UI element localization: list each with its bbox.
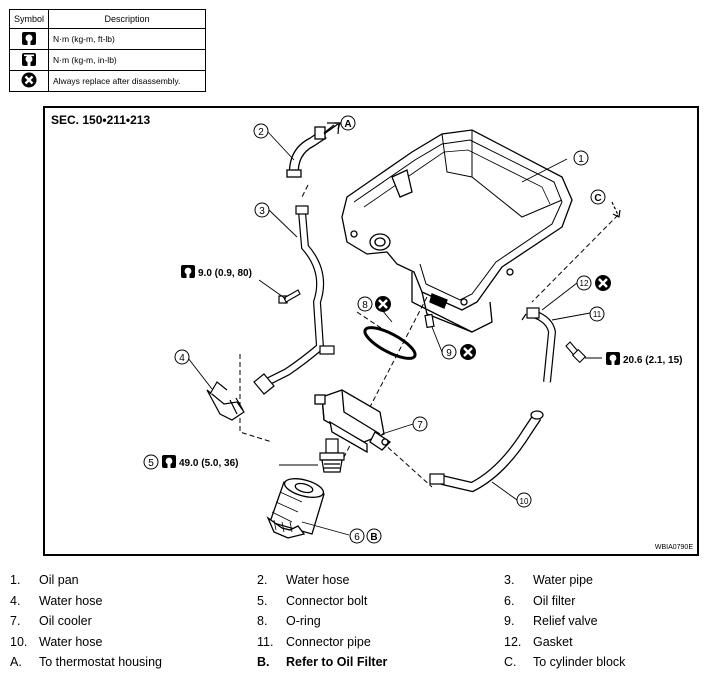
water-hose-right <box>429 410 544 493</box>
callout-8 <box>357 296 373 312</box>
replace-x-icon <box>9 70 49 92</box>
legend-row: 7.Oil cooler 8.O-ring 9.Relief valve <box>10 614 598 629</box>
callout-label: 11 <box>593 310 602 319</box>
torque-wrench-icon <box>9 28 49 50</box>
callout-label: 12 <box>580 279 589 288</box>
callout-label: 4 <box>179 353 185 364</box>
callout-6 <box>349 528 365 544</box>
callout-10 <box>516 492 532 508</box>
pipe-bolt <box>283 289 587 364</box>
callout-label: 7 <box>417 420 423 431</box>
replace-x-icon <box>373 294 393 314</box>
symbol-description: N·m (kg-m, in-lb) <box>48 49 206 71</box>
legend-row: 10.Water hose 11.Connector pipe 12.Gaske… <box>10 634 573 649</box>
water-hose-lower <box>206 373 275 421</box>
description-header: Description <box>48 9 206 29</box>
callout-C <box>590 189 606 205</box>
parts-legend: 1.Oil pan 2.Water hose 3.Water pipe 4.Wa… <box>10 573 710 676</box>
torque-wrench-icon <box>606 352 620 365</box>
legend-row: 1.Oil pan 2.Water hose 3.Water pipe <box>10 573 593 587</box>
connector-bolt <box>319 438 345 473</box>
callout-layer: 1 2 3 4 5 6 7 8 9 10 11 12 A B C 9.0 (0.… <box>143 115 682 544</box>
symbol-header: Symbol <box>9 9 49 29</box>
torque-spec-pipe-bolt: 9.0 (0.9, 80) <box>198 268 252 279</box>
torque-wrench-icon <box>162 455 176 468</box>
callout-label: 2 <box>258 127 264 138</box>
callout-label: 8 <box>362 300 368 311</box>
symbol-table: Symbol Description N·m (kg-m, ft-lb) N·m… <box>9 9 206 92</box>
oil-filter <box>266 478 325 539</box>
figure-code: WBIA0790E <box>654 544 693 551</box>
oil-pan <box>341 129 573 333</box>
callout-label: C <box>594 193 601 204</box>
torque-spec-connector-bolt: 49.0 (5.0, 36) <box>179 458 238 469</box>
torque-wrench-small-icon <box>9 49 49 71</box>
callout-label: 3 <box>259 206 265 217</box>
callout-12 <box>576 275 592 291</box>
callout-7 <box>412 416 428 432</box>
relief-valve <box>424 313 435 329</box>
torque-wrench-icon <box>181 265 195 278</box>
callout-A <box>340 115 356 131</box>
symbol-description: Always replace after disassembly. <box>48 70 206 92</box>
callout-label: A <box>344 119 351 130</box>
replace-x-icon <box>593 273 613 293</box>
callout-B <box>366 528 382 544</box>
callout-label: B <box>370 532 377 543</box>
callout-9 <box>441 344 457 360</box>
replace-x-icon <box>458 342 478 362</box>
callout-3 <box>254 202 270 218</box>
exploded-diagram <box>187 122 621 539</box>
connector-pipe <box>521 307 557 383</box>
callout-label: 6 <box>354 532 360 543</box>
o-ring <box>363 326 417 360</box>
callout-label: 10 <box>520 497 529 506</box>
diagram-frame: SEC. 150•211•213 WBIA0790E 1 2 3 4 5 <box>43 106 699 556</box>
torque-spec-connector-pipe-bolt: 20.6 (2.1, 15) <box>623 355 682 366</box>
water-hose-upper <box>286 122 341 178</box>
callout-1 <box>573 150 589 166</box>
legend-row: A.To thermostat housing B.Refer to Oil F… <box>10 655 626 670</box>
water-pipe <box>265 205 335 386</box>
callout-11 <box>589 306 605 322</box>
callout-5 <box>143 454 159 470</box>
callout-label: 1 <box>578 154 584 165</box>
oil-cooler <box>314 389 392 454</box>
callout-4 <box>174 349 190 365</box>
symbol-description: N·m (kg-m, ft-lb) <box>48 28 206 50</box>
callout-label: 5 <box>148 458 154 469</box>
legend-row: 4.Water hose 5.Connector bolt 6.Oil filt… <box>10 593 576 608</box>
callout-2 <box>253 123 269 139</box>
callout-label: 9 <box>446 348 452 359</box>
section-reference: SEC. 150•211•213 <box>51 113 151 127</box>
